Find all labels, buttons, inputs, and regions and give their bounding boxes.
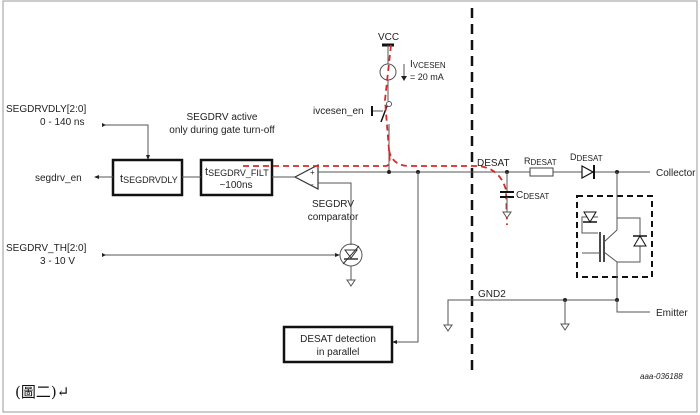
segdrv-filt-value: ~100ns	[219, 180, 252, 191]
rdesat-resistor	[529, 167, 554, 177]
segdrvdly-wire	[102, 124, 149, 158]
gnd2-label: GND2	[478, 289, 506, 300]
rdesat-label: RDESAT	[524, 156, 557, 167]
comparator-label2: comparator	[308, 212, 359, 223]
ivcesen-value: = 20 mA	[410, 72, 444, 82]
comparator-symbol	[293, 164, 319, 190]
desat-detection-line1: DESAT detection	[300, 334, 376, 345]
ddesat-label: DDESAT	[570, 152, 603, 163]
segdrvdly-range-label: 0 - 140 ns	[40, 117, 84, 128]
desat-pin-label: DESAT	[477, 158, 510, 169]
desat-detection-line2: in parallel	[317, 347, 360, 358]
desat-detection-block	[282, 325, 394, 364]
segdrv-en-label: segdrv_en	[35, 173, 82, 184]
cdesat-capacitor	[500, 172, 514, 219]
arrow-icon	[94, 175, 99, 179]
arrow-icon	[102, 123, 150, 160]
igbt-module	[576, 172, 653, 300]
ground-icon	[443, 324, 453, 332]
plus-label: +	[310, 168, 315, 177]
segdrv-filt-block-label: tSEGDRV_FILT	[205, 166, 269, 178]
minus-label: -	[311, 180, 314, 189]
segdrv-active-line1: SEGDRV active	[187, 112, 258, 123]
segdrvdly-block-label: tSEGDRVDLY	[120, 173, 178, 185]
cdesat-label: CDESAT	[516, 190, 549, 201]
ddesat-diode	[581, 164, 595, 180]
collector-label: Collector	[656, 168, 696, 179]
comparator-label1: SEGDRV	[312, 199, 354, 210]
ivcesen-en-label: ivcesen_en	[313, 106, 364, 117]
vcc-current-source	[379, 43, 407, 101]
figure-caption: (圖二)↵	[15, 383, 69, 401]
segdrvdly-reg-label: SEGDRVDLY[2:0]	[6, 104, 86, 115]
threshold-wire	[318, 182, 352, 245]
variable-zener-icon	[339, 243, 363, 287]
parallel-wire	[394, 172, 419, 343]
figure-id: aaa-036188	[640, 372, 683, 381]
gnd2-wire	[447, 299, 617, 325]
vcc-label: VCC	[378, 32, 399, 43]
emitter-label: Emitter	[656, 308, 688, 319]
segdrv-th-range-label: 3 - 10 V	[40, 256, 75, 267]
ivcesen-label: IVCESEN	[410, 59, 446, 70]
ground-icon	[560, 323, 570, 331]
segdrv-th-reg-label: SEGDRV_TH[2:0]	[6, 243, 87, 254]
segdrv-active-line2: only during gate turn-off	[169, 125, 275, 136]
